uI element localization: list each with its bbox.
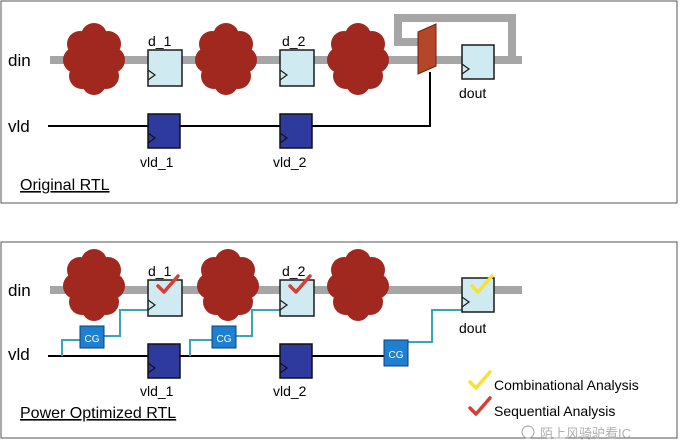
bottom-logic-cloud-2 (197, 249, 259, 321)
bottom-ff-dout-label: dout (459, 320, 486, 336)
bottom-ff-d1-label: d_1 (148, 263, 172, 279)
bottom-din-label: din (8, 281, 31, 300)
top-logic-cloud-3 (327, 23, 389, 95)
top-ff-d2: d_2 (279, 33, 315, 87)
top-mux (417, 23, 437, 75)
top-ff-vld2-label: vld_2 (273, 154, 307, 170)
top-ff-vld1: vld_1 (140, 113, 181, 170)
cg1-clock-wire (104, 309, 148, 337)
cg3-clock-wire (408, 309, 462, 343)
top-ff-vld2: vld_2 (273, 113, 313, 170)
top-panel: din vld d_1 d_2 dout (0, 0, 678, 204)
cg-cell-3: CG (383, 339, 409, 367)
top-logic-cloud-2 (195, 23, 257, 95)
top-feedback-loop (394, 14, 516, 64)
cg-cell-2-label: CG (217, 334, 232, 345)
legend-combinational-label: Combinational Analysis (494, 377, 639, 393)
bottom-caption: Power Optimized RTL (20, 405, 176, 422)
top-ff-d1-label: d_1 (148, 33, 172, 49)
top-logic-cloud-1 (63, 23, 125, 95)
bottom-ff-vld2-label: vld_2 (273, 383, 307, 399)
cg-cell-2: CG (211, 325, 237, 349)
bottom-ff-d1: d_1 (147, 263, 183, 317)
cg1-enable-wire (61, 339, 80, 356)
top-ff-vld1-label: vld_1 (140, 154, 174, 170)
cg2-enable-wire (189, 339, 212, 356)
bottom-ff-vld2: vld_2 (273, 343, 313, 399)
top-ff-d2-label: d_2 (282, 33, 306, 49)
cg-cell-1-label: CG (85, 334, 100, 345)
top-ff-d1: d_1 (147, 33, 183, 87)
watermark-text: 陌上风骑驴看IC (540, 426, 631, 441)
cg2-clock-wire (236, 309, 280, 337)
bottom-logic-cloud-3 (327, 249, 389, 321)
watermark: 陌上风骑驴看IC (521, 425, 631, 441)
top-ff-dout: dout (459, 44, 495, 101)
cg-cell-3-label: CG (389, 350, 404, 361)
bottom-ff-dout: dout (459, 274, 495, 336)
legend: Combinational Analysis Sequential Analys… (468, 370, 639, 419)
bottom-ff-d2-label: d_2 (282, 263, 306, 279)
watermark-icon (521, 425, 535, 439)
bottom-ff-vld1-label: vld_1 (140, 383, 174, 399)
bottom-ff-vld1: vld_1 (140, 343, 181, 399)
bottom-ff-d2: d_2 (279, 263, 315, 317)
bottom-panel: din vld d_1 d_2 do (0, 241, 678, 441)
top-caption: Original RTL (20, 177, 110, 194)
bottom-vld-label: vld (8, 345, 30, 364)
top-ff-dout-label: dout (459, 85, 486, 101)
cg-cell-1: CG (79, 325, 105, 349)
top-din-label: din (8, 51, 31, 70)
top-vld-label: vld (8, 117, 30, 136)
legend-sequential-label: Sequential Analysis (494, 403, 615, 419)
bottom-logic-cloud-1 (63, 249, 125, 321)
